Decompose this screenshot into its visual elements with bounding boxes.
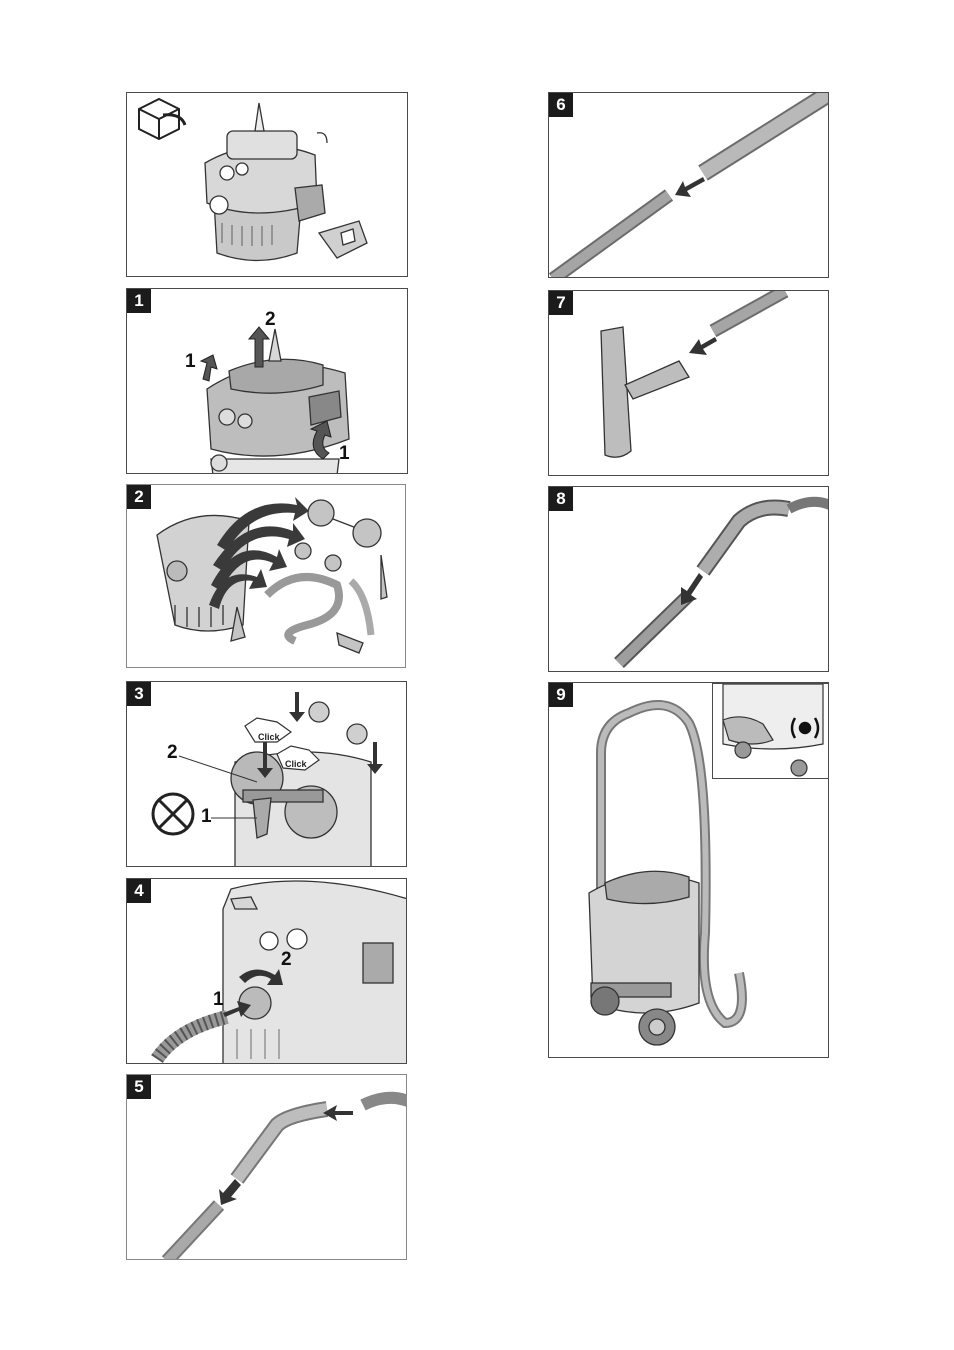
step-number-badge: 2 [127,485,151,509]
step-number-badge: 4 [127,879,151,903]
callout-label: 2 [281,949,292,971]
arrow-icon [689,337,717,355]
panel-step-2: 2 [126,484,406,668]
arrow-icon [681,573,703,605]
arrow-icon [675,177,705,197]
click-sound-label: Click [285,759,307,769]
panel-step-8: 8 [548,486,829,672]
panel-step-9: 9 [548,682,829,1058]
step-number-badge: 6 [549,93,573,117]
panel-step-1: 1 1 2 1 [126,288,408,474]
panel-step-3: 3 Click Click 2 1 [126,681,407,867]
handle-tube-connection-illustration [127,1075,407,1260]
click-sound-label: Click [258,732,280,742]
floor-nozzle-connection-illustration [549,291,829,476]
callout-label: 2 [167,742,178,764]
step-number-badge: 5 [127,1075,151,1099]
wheels-mounting-illustration [127,682,407,867]
callout-label: 1 [201,806,212,828]
parking-brake-illustration [713,684,829,779]
panel-step-5: 5 [126,1074,407,1260]
step-number-badge: 1 [127,289,151,313]
step-number-badge: 9 [549,683,573,707]
callout-label: 1 [213,989,224,1011]
panel-step-6: 6 [548,92,829,278]
crevice-nozzle-connection-illustration [549,487,829,672]
panel-step-7: 7 [548,290,829,476]
step-number-badge: 7 [549,291,573,315]
extension-tube-connection-illustration [549,93,829,278]
step-number-badge: 3 [127,682,151,706]
callout-label: 1 [339,443,350,465]
vacuum-cleaner-unpacked-illustration [127,93,408,277]
callout-label: 2 [265,309,276,331]
unpack-box-icon [139,99,185,139]
step-number-badge: 8 [549,487,573,511]
callout-label: 1 [185,351,196,373]
panel-step-4: 4 2 1 [126,878,407,1064]
parking-brake-detail-inset [712,683,829,779]
no-tool-icon [153,794,193,834]
accessories-unpacking-illustration [127,485,406,668]
panel-unpack [126,92,408,277]
hose-connection-illustration [127,879,407,1064]
